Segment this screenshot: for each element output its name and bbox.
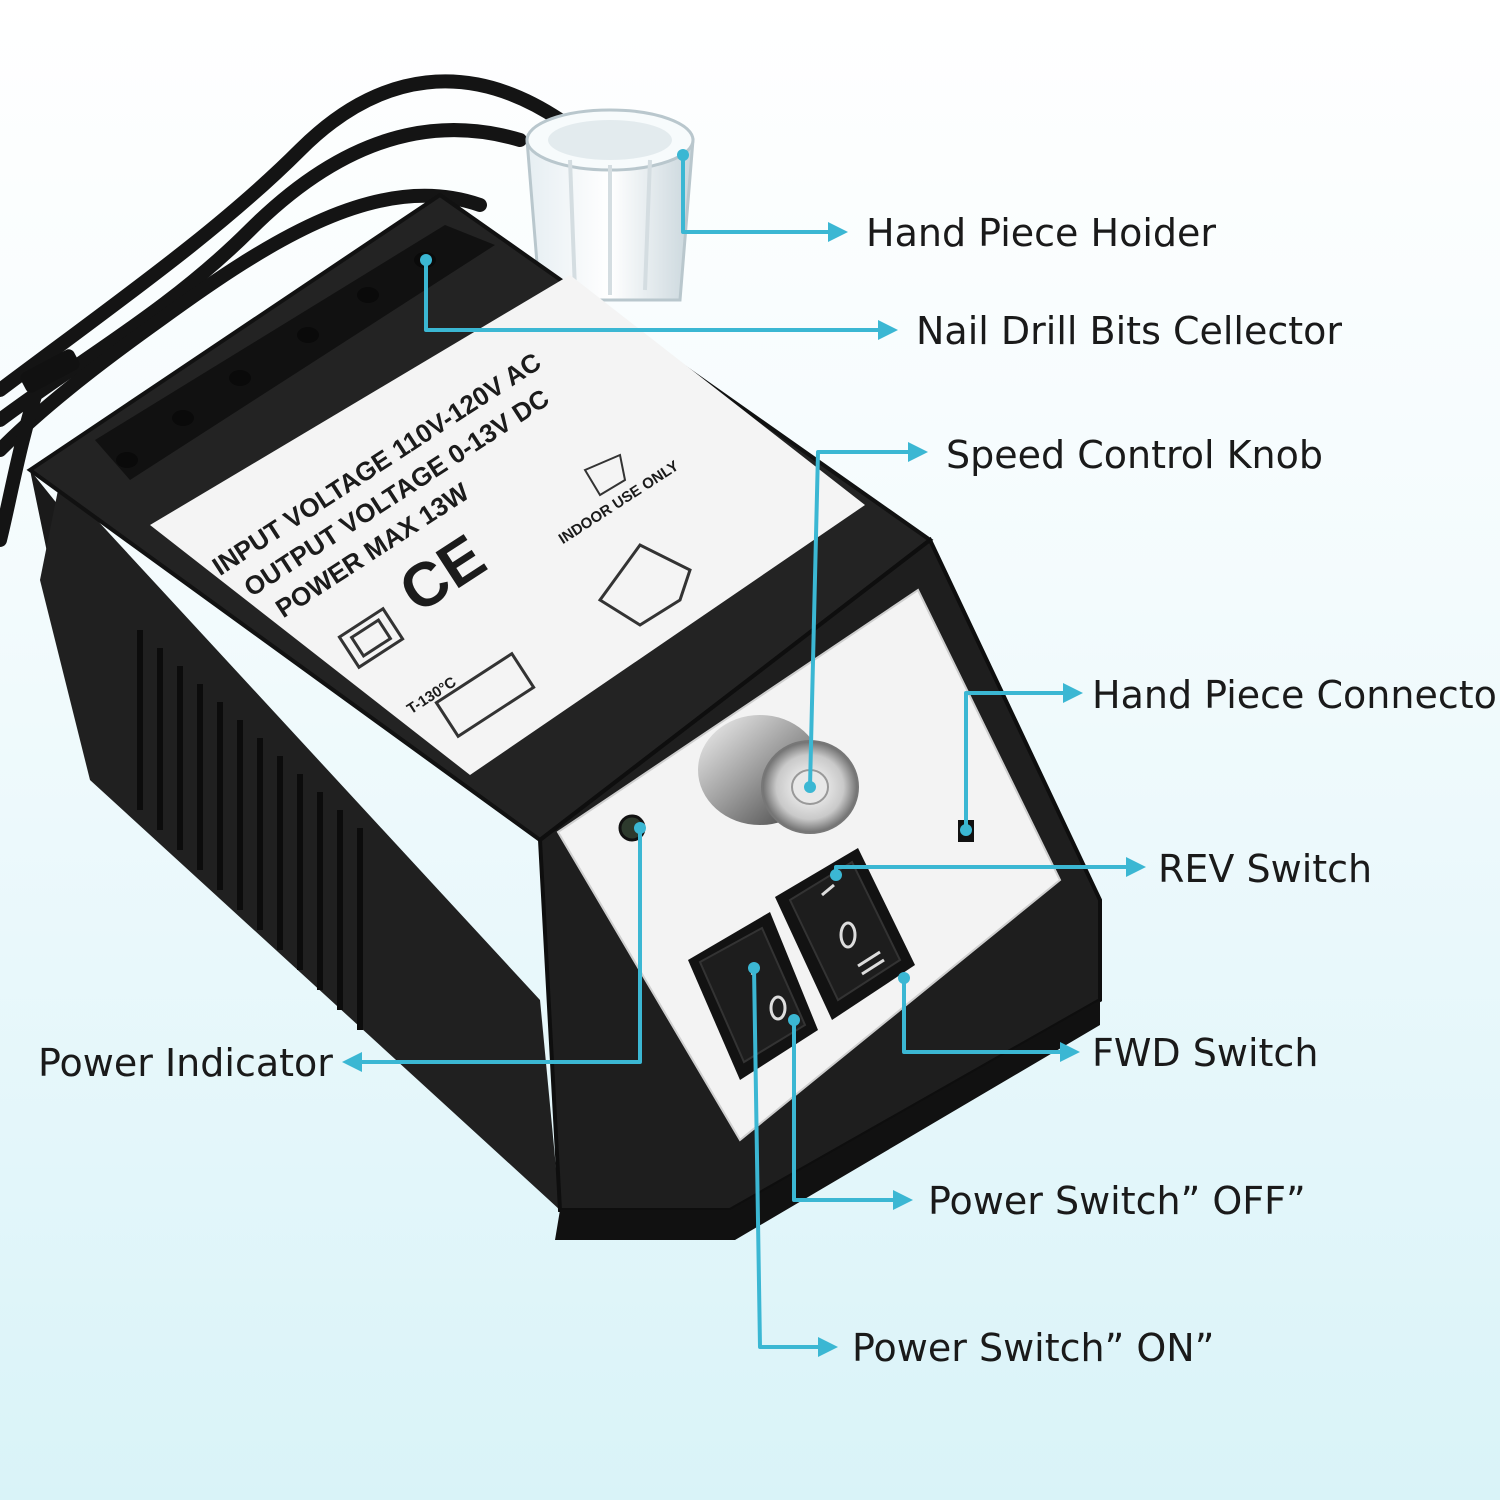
callout-arrowheads bbox=[342, 222, 1146, 1357]
leader-hand-piece-holder bbox=[681, 153, 837, 234]
leader-fwd-switch bbox=[902, 976, 1064, 1054]
callout-hand-piece-connector: Hand Piece Connector bbox=[1092, 673, 1500, 717]
vent-grill bbox=[137, 630, 363, 1030]
leader-power-off bbox=[792, 1018, 897, 1202]
double-insulation-icon bbox=[337, 606, 405, 670]
callout-fwd-switch: FWD Switch bbox=[1092, 1031, 1319, 1075]
callout-power-on: Power Switch” ON” bbox=[852, 1326, 1215, 1370]
hand-piece-holder-cup bbox=[525, 108, 695, 302]
arrow-power-on bbox=[818, 1337, 838, 1357]
callout-power-indicator: Power Indicator bbox=[38, 1041, 333, 1085]
leader-power-on bbox=[752, 966, 822, 1349]
leader-drill-bits-collector bbox=[424, 258, 882, 332]
callout-rev-switch: REV Switch bbox=[1158, 847, 1373, 891]
callout-leaders bbox=[358, 153, 1130, 1349]
spec-label: INPUT VOLTAGE 110V-120V AC OUTPUT VOLTAG… bbox=[150, 275, 865, 775]
arrow-drill-bits-collector bbox=[878, 320, 898, 340]
callout-endpoints bbox=[420, 149, 972, 1026]
drill-bit-holes bbox=[116, 252, 436, 468]
arrow-hand-piece-holder bbox=[828, 222, 848, 242]
cord-tie bbox=[20, 349, 80, 393]
callout-power-off: Power Switch” OFF” bbox=[928, 1179, 1306, 1223]
callout-speed-control-knob: Speed Control Knob bbox=[946, 433, 1324, 477]
callout-hand-piece-holder: Hand Piece Hoider bbox=[866, 211, 1217, 255]
arrow-hand-piece-connector bbox=[1063, 683, 1083, 703]
arrow-speed-control-knob bbox=[908, 442, 928, 462]
thermal-fuse-icon bbox=[434, 651, 536, 739]
arrow-power-off bbox=[893, 1190, 913, 1210]
shield-icon bbox=[583, 453, 627, 497]
leader-power-indicator bbox=[358, 826, 642, 1064]
arrow-rev-switch bbox=[1126, 857, 1146, 877]
leader-hand-piece-connector bbox=[964, 691, 1067, 832]
callout-drill-bits-collector: Nail Drill Bits Cellector bbox=[916, 309, 1343, 353]
leader-speed-control-knob bbox=[808, 450, 912, 789]
house-icon bbox=[597, 543, 692, 627]
arrow-power-indicator bbox=[342, 1052, 362, 1072]
arrow-fwd-switch bbox=[1060, 1042, 1080, 1062]
